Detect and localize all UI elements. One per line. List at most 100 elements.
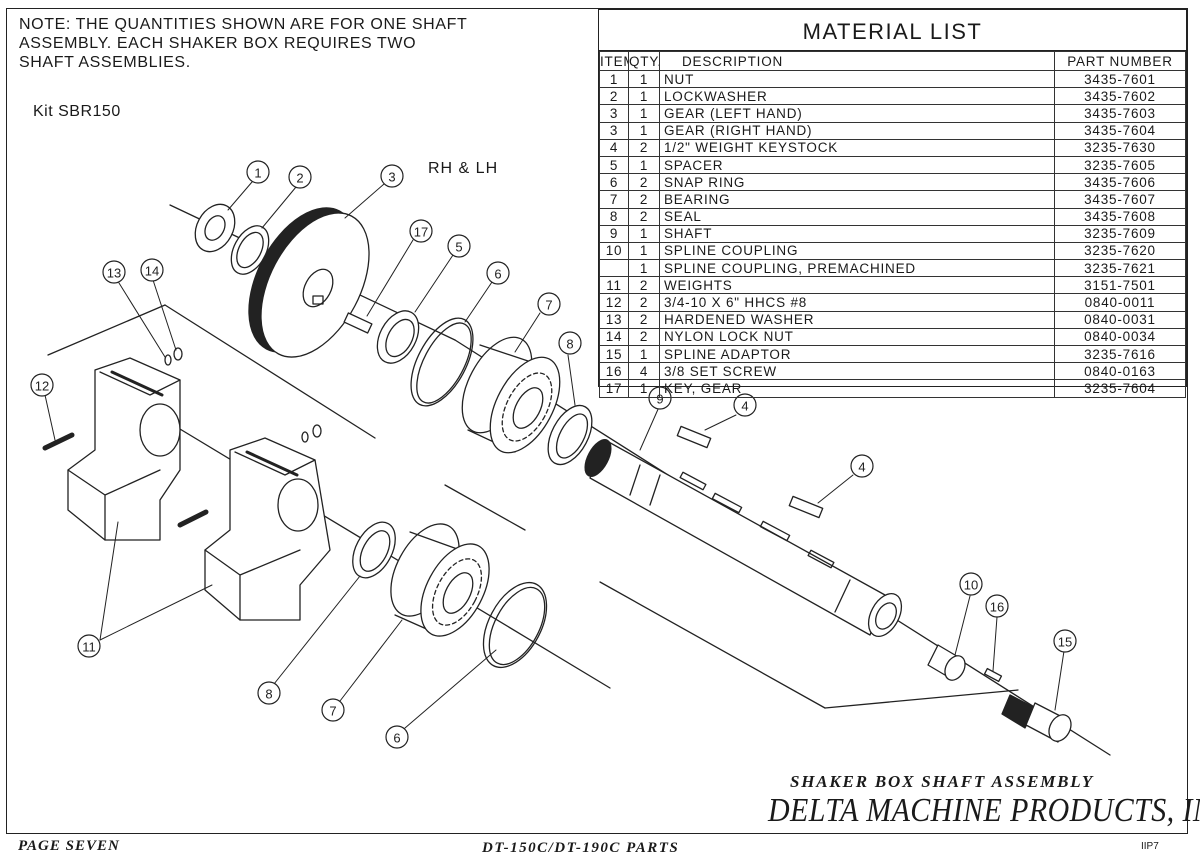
callout-number: 1 <box>254 166 261 181</box>
callout-number: 3 <box>388 170 395 185</box>
callout-bubble: 10 <box>959 572 983 596</box>
callout-number: 5 <box>455 240 462 255</box>
spline-adaptor-part <box>1001 694 1072 743</box>
row-description: 1/2" WEIGHT KEYSTOCK <box>659 138 1055 157</box>
row-part-number: 0840-0031 <box>1054 310 1186 329</box>
callout-bubble: 11 <box>77 634 101 658</box>
callout-number: 8 <box>265 687 272 702</box>
row-qty: 2 <box>628 293 660 312</box>
row-part-number: 3435-7604 <box>1054 121 1186 140</box>
assembly-line <box>444 484 526 531</box>
row-qty: 1 <box>628 121 660 140</box>
gear-part <box>248 207 370 358</box>
material-list: MATERIAL LIST ITEM QTY. DESCRIPTION PART… <box>598 9 1187 398</box>
row-item: 16 <box>599 362 629 381</box>
row-qty: 1 <box>628 87 660 106</box>
drawing-subtitle: SHAKER BOX SHAFT ASSEMBLY <box>790 772 1095 791</box>
row-qty: 2 <box>628 310 660 329</box>
callout-number: 12 <box>35 379 49 394</box>
snap-ring-upper-part <box>410 317 474 407</box>
header-description: DESCRIPTION <box>659 51 1055 71</box>
row-description: NUT <box>659 69 1055 89</box>
keystock-part-a <box>676 425 712 449</box>
row-part-number: 3435-7606 <box>1054 173 1186 192</box>
callout-bubble: 13 <box>102 260 126 284</box>
weight-part-right <box>204 437 331 621</box>
callout-number: 6 <box>494 267 501 282</box>
rh-lh-label: RH & LH <box>428 160 499 177</box>
row-qty: 2 <box>628 327 660 347</box>
washer-part-a <box>164 354 172 366</box>
snap-ring-lower-part <box>482 581 548 669</box>
callout-bubble: 6 <box>385 725 409 749</box>
row-part-number: 3235-7605 <box>1054 155 1186 175</box>
callout-number: 7 <box>329 704 336 719</box>
assembly-line <box>47 304 166 356</box>
row-item: 12 <box>599 293 629 312</box>
assembly-line <box>599 581 826 709</box>
row-item <box>599 259 629 278</box>
material-list-header-row: ITEM QTY. DESCRIPTION PART NUMBER <box>599 51 1186 71</box>
row-description: SPACER <box>659 155 1055 175</box>
row-item: 13 <box>599 310 629 329</box>
callout-number: 7 <box>545 298 552 313</box>
hex-bolt-part-b <box>177 509 209 528</box>
washer-part-b <box>301 431 309 443</box>
parts-label: DT-150C/DT-190C PARTS <box>482 840 680 856</box>
callout-number: 17 <box>414 225 428 240</box>
callout-bubble: 7 <box>537 292 561 316</box>
callout-bubble: 8 <box>558 331 582 355</box>
row-item: 15 <box>599 344 629 364</box>
row-item: 6 <box>599 173 629 192</box>
row-qty: 1 <box>628 379 660 398</box>
seal-upper-part <box>547 404 593 466</box>
row-description: LOCKWASHER <box>659 87 1055 106</box>
row-item: 8 <box>599 207 629 226</box>
weight-part-left <box>67 357 181 541</box>
callout-number: 9 <box>656 392 663 407</box>
row-qty: 1 <box>628 69 660 89</box>
row-description: BEARING <box>659 190 1055 209</box>
row-description: KEY, GEAR <box>659 379 1055 398</box>
row-qty: 1 <box>628 344 660 364</box>
row-qty: 1 <box>628 155 660 175</box>
hex-bolt-part-a <box>42 432 75 451</box>
row-item: 7 <box>599 190 629 209</box>
row-description: 3/4-10 X 6" HHCS #8 <box>659 293 1055 312</box>
material-list-table: ITEM QTY. DESCRIPTION PART NUMBER 11NUT3… <box>599 51 1186 398</box>
callout-bubble: 3 <box>380 164 404 188</box>
row-part-number: 3235-7630 <box>1054 138 1186 157</box>
row-part-number: 3235-7621 <box>1054 259 1186 278</box>
row-qty: 1 <box>628 104 660 123</box>
row-qty: 1 <box>628 224 660 243</box>
row-part-number: 0840-0034 <box>1054 327 1186 347</box>
row-description: GEAR (LEFT HAND) <box>659 104 1055 123</box>
shaft-part <box>584 439 903 637</box>
row-qty: 2 <box>628 138 660 157</box>
callout-number: 2 <box>296 171 303 186</box>
row-qty: 1 <box>628 241 660 261</box>
callout-bubble: 4 <box>850 454 874 478</box>
row-part-number: 0840-0011 <box>1054 293 1186 312</box>
kit-label: Kit SBR150 <box>33 103 121 120</box>
row-item: 1 <box>599 69 629 89</box>
row-description: SPLINE COUPLING <box>659 241 1055 261</box>
row-description: SEAL <box>659 207 1055 226</box>
callout-bubble: 16 <box>985 594 1009 618</box>
row-description: WEIGHTS <box>659 276 1055 295</box>
row-item: 11 <box>599 276 629 295</box>
row-item: 9 <box>599 224 629 243</box>
row-qty: 2 <box>628 190 660 209</box>
